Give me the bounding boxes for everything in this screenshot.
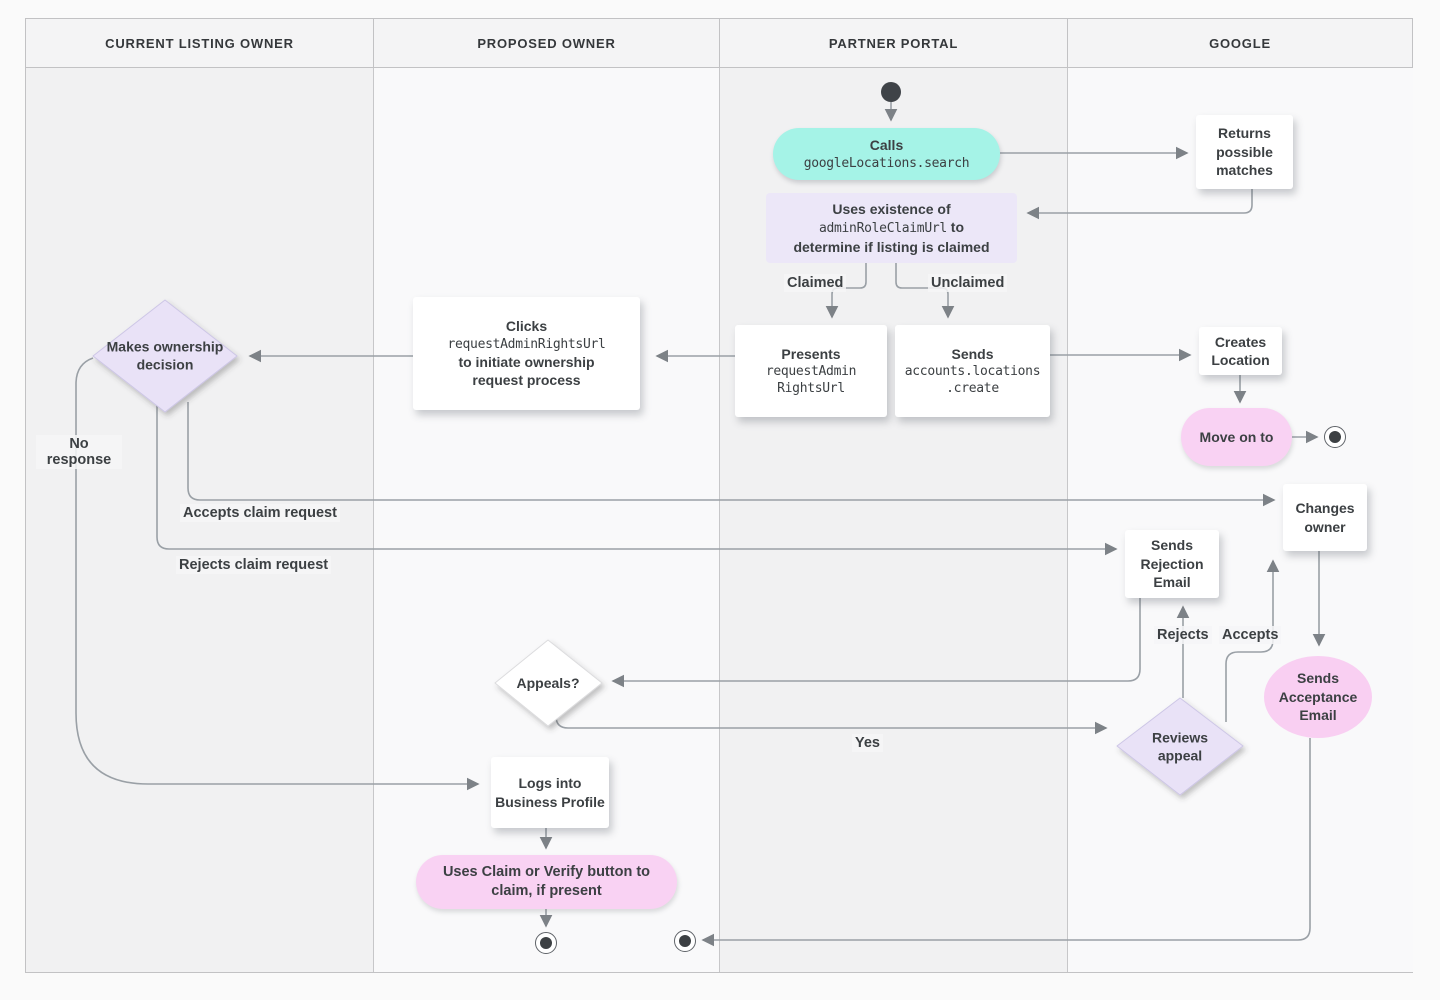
node-text: Sends Acceptance Email (1278, 670, 1358, 724)
calls-google-locations-search-node: Calls googleLocations.search (773, 128, 1000, 180)
lane-header-google: GOOGLE (1068, 19, 1412, 67)
sends-rejection-email-node: Sends Rejection Email (1125, 530, 1219, 598)
lane-divider (719, 68, 720, 972)
clicks-request-admin-rights-url-node: Clicks requestAdminRightsUrl to initiate… (413, 297, 640, 410)
node-text: Returns possible matches (1216, 125, 1273, 179)
edge-label-rejects: Rejects (1154, 626, 1212, 644)
lane-headers: CURRENT LISTING OWNER PROPOSED OWNER PAR… (26, 19, 1412, 68)
note-suffix: to (946, 219, 965, 236)
lane-divider (373, 68, 374, 972)
node-code: accounts.locations (904, 364, 1041, 380)
changes-owner-node: Changes owner (1283, 484, 1367, 551)
node-title: Calls (869, 137, 904, 154)
appeals-label: Appeals? (516, 674, 580, 691)
end-node (1324, 426, 1346, 448)
note-line: adminRoleClaimUrl to (819, 218, 964, 237)
node-title: Clicks (505, 318, 548, 335)
node-line: request process (472, 372, 581, 389)
node-title: Presents (781, 345, 841, 362)
lane-proposed-owner (374, 68, 720, 972)
claim-or-verify-node: Uses Claim or Verify button to claim, if… (416, 855, 677, 909)
note-line: Uses existence of (832, 200, 951, 217)
edge-label-accepts: Accepts (1219, 626, 1282, 644)
lane-header-partner-portal: PARTNER PORTAL (720, 19, 1068, 67)
node-text: Logs into Business Profile (495, 775, 605, 810)
node-code: .create (946, 381, 999, 397)
node-text: Creates Location (1211, 333, 1270, 368)
sends-acceptance-email-node: Sends Acceptance Email (1264, 656, 1372, 738)
sends-accounts-locations-create-node: Sends accounts.locations .create (895, 325, 1050, 417)
node-line: to initiate ownership (458, 353, 595, 370)
edge-label-claimed: Claimed (784, 274, 847, 292)
node-text: Sends Rejection Email (1140, 537, 1204, 591)
edge-label-yes: Yes (852, 734, 883, 752)
edge-label-rejects-claim-request: Rejects claim request (176, 556, 332, 574)
node-text: Move on to (1199, 428, 1274, 445)
edge-label-no-response: No response (36, 435, 122, 469)
lane-divider (1067, 68, 1068, 972)
node-code: RightsUrl (777, 381, 845, 397)
node-title: Sends (951, 345, 994, 362)
creates-location-node: Creates Location (1199, 327, 1282, 375)
end-node (535, 932, 557, 954)
end-node (674, 930, 696, 952)
node-text: Uses Claim or Verify button to claim, if… (442, 863, 651, 899)
presents-request-admin-rights-url-node: Presents requestAdmin RightsUrl (735, 325, 887, 417)
node-code: requestAdminRightsUrl (447, 336, 606, 352)
lane-header-label: GOOGLE (1209, 35, 1271, 51)
edge-label-unclaimed: Unclaimed (928, 274, 1008, 292)
lane-header-proposed-owner: PROPOSED OWNER (374, 19, 720, 67)
logs-into-business-profile-node: Logs into Business Profile (491, 757, 609, 828)
lane-header-label: PROPOSED OWNER (477, 35, 616, 51)
node-code: requestAdmin (765, 364, 857, 380)
makes-ownership-decision-label: Makes ownership decision (106, 338, 224, 373)
uses-existence-note: Uses existence of adminRoleClaimUrl to d… (766, 193, 1017, 263)
note-line: determine if listing is claimed (793, 238, 990, 255)
node-text: Changes owner (1295, 500, 1355, 535)
reviews-appeal-label: Reviews appeal (1151, 729, 1209, 764)
lane-header-current-listing-owner: CURRENT LISTING OWNER (26, 19, 374, 67)
edge-label-accepts-claim-request: Accepts claim request (180, 504, 340, 522)
lane-header-label: PARTNER PORTAL (828, 35, 959, 51)
start-node (881, 82, 901, 102)
node-code: googleLocations.search (803, 155, 970, 171)
lane-header-label: CURRENT LISTING OWNER (105, 35, 294, 51)
note-code: adminRoleClaimUrl (818, 221, 947, 237)
move-on-to-node: Move on to (1181, 408, 1292, 466)
returns-possible-matches-node: Returns possible matches (1196, 115, 1293, 189)
